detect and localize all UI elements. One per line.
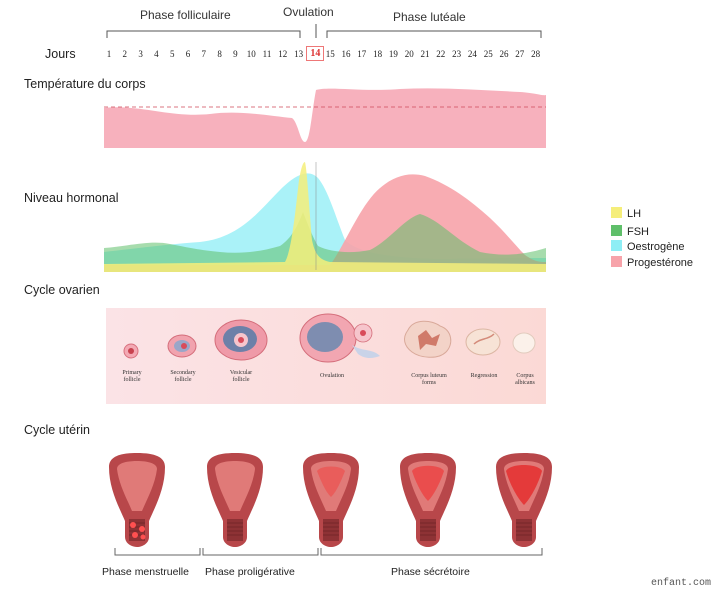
day-number: 21 (420, 49, 430, 59)
day-number: 27 (515, 49, 525, 59)
day-number: 26 (499, 49, 509, 59)
secretory-bracket (320, 548, 543, 556)
day-number: 12 (278, 49, 288, 59)
proliferative-bracket (202, 548, 319, 556)
uterine-phase-menstrual-label: Phase menstruelle (102, 566, 189, 578)
legend-item: Progestérone (611, 256, 693, 269)
luteal-bracket (326, 30, 542, 38)
day-number: 9 (233, 49, 238, 59)
day-number: 5 (169, 49, 175, 59)
day-number: 18 (373, 49, 383, 59)
phase-ovulation-label: Ovulation (283, 5, 334, 19)
day-number: 15 (325, 49, 335, 59)
legend-swatch (611, 225, 622, 236)
stage-label-regression: Regression (470, 373, 498, 379)
legend-item: Oestrogène (611, 240, 684, 253)
ovarian-cycle-panel (106, 308, 546, 404)
day-number: 16 (341, 49, 351, 59)
day-number: 25 (483, 49, 493, 59)
day-number: 23 (452, 49, 462, 59)
legend-label: Oestrogène (627, 241, 685, 253)
day-number: 22 (436, 49, 446, 59)
legend-swatch (611, 256, 622, 267)
day-ovulation-marker: 14 (306, 46, 325, 61)
temperature-area (104, 88, 546, 148)
day-number: 28 (531, 49, 541, 59)
follicular-bracket (106, 30, 301, 38)
uterine-cycle-illustrations (108, 452, 553, 556)
day-number: 20 (404, 49, 414, 59)
uterus-proliferative-illustration (206, 452, 264, 548)
section-hormones-label: Niveau hormonal (24, 191, 119, 205)
day-number: 13 (294, 49, 304, 59)
legend-label: FSH (627, 226, 649, 238)
uterus-menstrual-illustration (108, 452, 166, 548)
day-number: 10 (246, 49, 256, 59)
regression-illustration (465, 328, 501, 356)
legend-label: LH (627, 208, 642, 220)
fsh-area (104, 212, 546, 272)
primary-follicle-illustration (123, 343, 139, 359)
days-label: Jours (45, 47, 76, 61)
uterine-phase-proliferative-label: Phase proligérative (205, 566, 295, 578)
legend-item: FSH (611, 225, 649, 238)
day-number: 2 (122, 49, 128, 59)
day-number: 4 (154, 49, 159, 59)
day-number: 8 (217, 49, 222, 59)
day-number: 3 (138, 49, 143, 59)
phase-follicular-label: Phase folliculaire (140, 8, 231, 22)
day-number: 1 (106, 49, 112, 59)
top-phase-brackets (106, 24, 542, 38)
day-number: 24 (467, 49, 477, 59)
oestrogen-area (104, 173, 546, 272)
uterus-early-secretory-illustration (302, 452, 360, 548)
legend-label: Progestérone (627, 257, 694, 269)
ovulation-illustration (299, 313, 380, 363)
section-uterine-label: Cycle utérin (24, 423, 90, 437)
day-number: 11 (262, 49, 272, 59)
legend-swatch (611, 207, 622, 218)
menstrual-bracket (114, 548, 201, 556)
uterine-phase-secretory-label: Phase sécrétoire (391, 566, 470, 578)
corpus-luteum-illustration (404, 320, 452, 358)
legend-item: LH (611, 207, 641, 220)
temperature-chart (104, 88, 546, 148)
phase-luteal-label: Phase lutéale (393, 10, 466, 24)
legend-swatch (611, 240, 622, 251)
uterus-mid-secretory-illustration (399, 452, 457, 548)
day-number: 17 (357, 49, 367, 59)
day-number: 6 (185, 49, 191, 59)
secondary-follicle-illustration (167, 334, 197, 358)
day-number: 19 (388, 49, 398, 59)
uterus-late-secretory-illustration (495, 452, 553, 548)
day-number: 7 (201, 49, 207, 59)
hormone-chart (104, 162, 546, 272)
stage-label-ovulation: Ovulation (320, 373, 344, 379)
corpus-albicans-illustration (512, 332, 536, 354)
section-ovarian-label: Cycle ovarien (24, 283, 100, 297)
watermark: enfant.com (651, 578, 712, 589)
section-temperature-label: Température du corps (24, 77, 146, 91)
vesicular-follicle-illustration (214, 319, 268, 361)
